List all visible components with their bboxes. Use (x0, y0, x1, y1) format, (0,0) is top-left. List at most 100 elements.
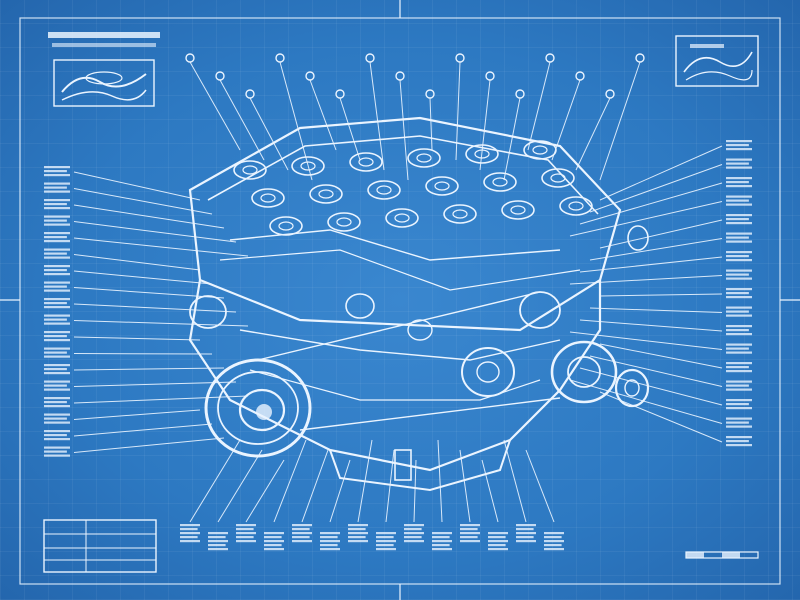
detail-inset (675, 35, 759, 87)
valve-lobe-core (568, 201, 584, 211)
callout-label-bottom (208, 532, 228, 551)
callout-leader-left (73, 204, 225, 229)
callout-label-right (726, 436, 752, 447)
callout-label-bottom (544, 532, 564, 551)
callout-leader-left (73, 409, 201, 420)
callout-leader-top (399, 79, 409, 181)
callout-label-right (726, 214, 752, 225)
valve-lobe-core (416, 153, 432, 163)
valve-lobe-core (336, 217, 352, 227)
callout-leader-top (503, 97, 521, 181)
valve-lobe (425, 176, 459, 196)
callout-leader-left (73, 254, 201, 271)
callout-label-bottom (292, 524, 312, 543)
callout-bubble-top (185, 53, 195, 63)
callout-leader-top (527, 61, 551, 151)
valve-lobe (367, 180, 401, 200)
callout-bubble-top (395, 71, 405, 81)
callout-bubble-top (425, 89, 435, 99)
callout-leader-left (73, 437, 225, 453)
callout-leader-left (73, 367, 225, 371)
callout-label-left (44, 232, 70, 243)
callout-leader-right (579, 367, 723, 406)
callout-leader-right (569, 379, 723, 424)
callout-label-right (726, 399, 752, 410)
callout-leader-right (599, 145, 723, 201)
callout-label-bottom (236, 524, 256, 543)
callout-label-left (44, 248, 70, 259)
callout-label-left (44, 364, 70, 375)
callout-leader-bottom (481, 459, 499, 523)
callout-label-bottom (516, 524, 536, 543)
callout-leader-left (73, 171, 201, 201)
callout-label-right (726, 325, 752, 336)
callout-leader-bottom (459, 449, 471, 523)
parts-list-block (43, 519, 157, 573)
callout-bubble-top (245, 89, 255, 99)
valve-lobe (483, 172, 517, 192)
callout-leader-left (73, 287, 225, 299)
callout-leader-top (249, 97, 289, 171)
valve-lobe-core (318, 189, 334, 199)
callout-leader-bottom (245, 459, 285, 523)
valve-lobe (407, 148, 441, 168)
valve-lobe-core (532, 145, 548, 155)
callout-leader-left (73, 303, 237, 313)
callout-leader-left (73, 336, 201, 341)
valve-lobe-core (242, 165, 258, 175)
callout-label-right (726, 288, 752, 299)
callout-leader-right (579, 319, 723, 332)
callout-bubble-top (575, 71, 585, 81)
valve-lobe-core (452, 209, 468, 219)
callout-label-bottom (488, 532, 508, 551)
title-block (48, 32, 160, 107)
blueprint-title-icon (61, 71, 147, 101)
callout-bubble-top (485, 71, 495, 81)
callout-label-bottom (264, 532, 284, 551)
callout-leader-top (575, 97, 611, 171)
valve-lobe-core (474, 149, 490, 159)
valve-lobe-core (394, 213, 410, 223)
scale-bar (685, 551, 759, 559)
valve-lobe-core (492, 177, 508, 187)
engine-exploded-view-icon (188, 116, 650, 492)
valve-lobe-core (358, 157, 374, 167)
callout-leader-right (569, 331, 723, 350)
valve-lobe-core (510, 205, 526, 215)
callout-label-left (44, 446, 70, 457)
callout-bubble-top (365, 53, 375, 63)
callout-label-left (44, 281, 70, 292)
callout-leader-bottom (329, 459, 351, 523)
valve-lobe-core (300, 161, 316, 171)
callout-leader-top (479, 79, 491, 171)
callout-label-right (726, 177, 752, 188)
callout-label-bottom (432, 532, 452, 551)
callout-leader-right (589, 355, 723, 387)
callout-bubble-top (455, 53, 465, 63)
callout-leader-right (579, 182, 723, 225)
callout-label-left (44, 265, 70, 276)
callout-label-left (44, 413, 70, 424)
callout-leaders (44, 53, 752, 551)
callout-leader-top (309, 79, 337, 151)
valve-lobe (465, 144, 499, 164)
valve-lobe (501, 200, 535, 220)
callout-leader-right (599, 391, 723, 443)
valve-lobe (327, 212, 361, 232)
callout-leader-bottom (301, 449, 329, 523)
callout-leader-bottom (189, 439, 241, 523)
valve-lobe (541, 168, 575, 188)
valve-lobe-core (434, 181, 450, 191)
callout-leader-left (73, 381, 237, 387)
valve-lobe (385, 208, 419, 228)
callout-label-right (726, 140, 752, 151)
callout-bubble-top (335, 89, 345, 99)
callout-leader-left (73, 423, 213, 437)
callout-leader-right (599, 219, 723, 249)
callout-leader-right (589, 307, 723, 313)
callout-leader-top (219, 79, 265, 161)
callout-label-bottom (460, 524, 480, 543)
callout-label-left (44, 380, 70, 391)
callout-leader-right (569, 201, 723, 237)
